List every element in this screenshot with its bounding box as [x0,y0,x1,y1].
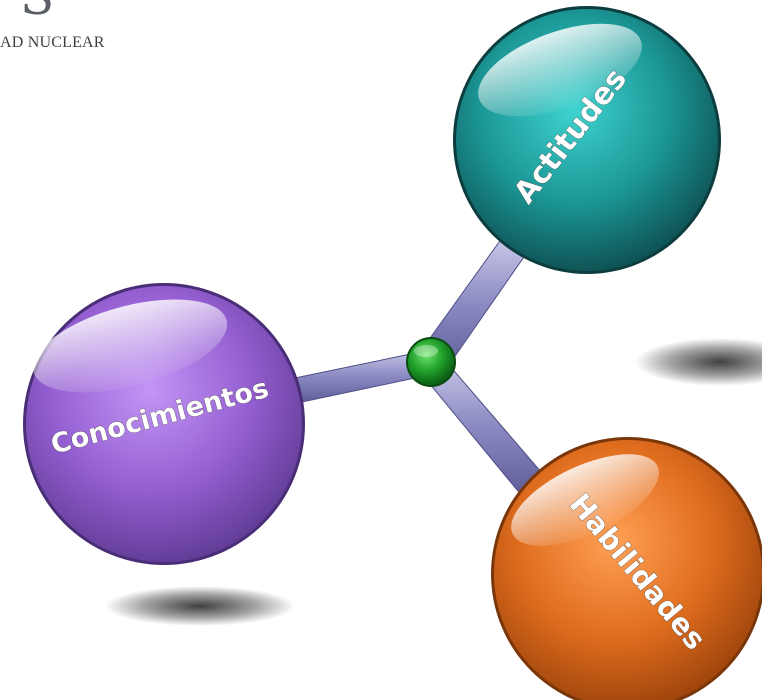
node-actitudes: Actitudes [453,6,721,274]
shadow-conocimientos [105,586,295,626]
node-conocimientos: Conocimientos [23,283,305,565]
brand-logo-letter: S [20,0,54,22]
node-habilidades: Habilidades [491,437,762,700]
hub-node [406,337,456,387]
shadow-actitudes [635,338,762,386]
brand-logo-text: AD NUCLEAR [0,34,105,51]
